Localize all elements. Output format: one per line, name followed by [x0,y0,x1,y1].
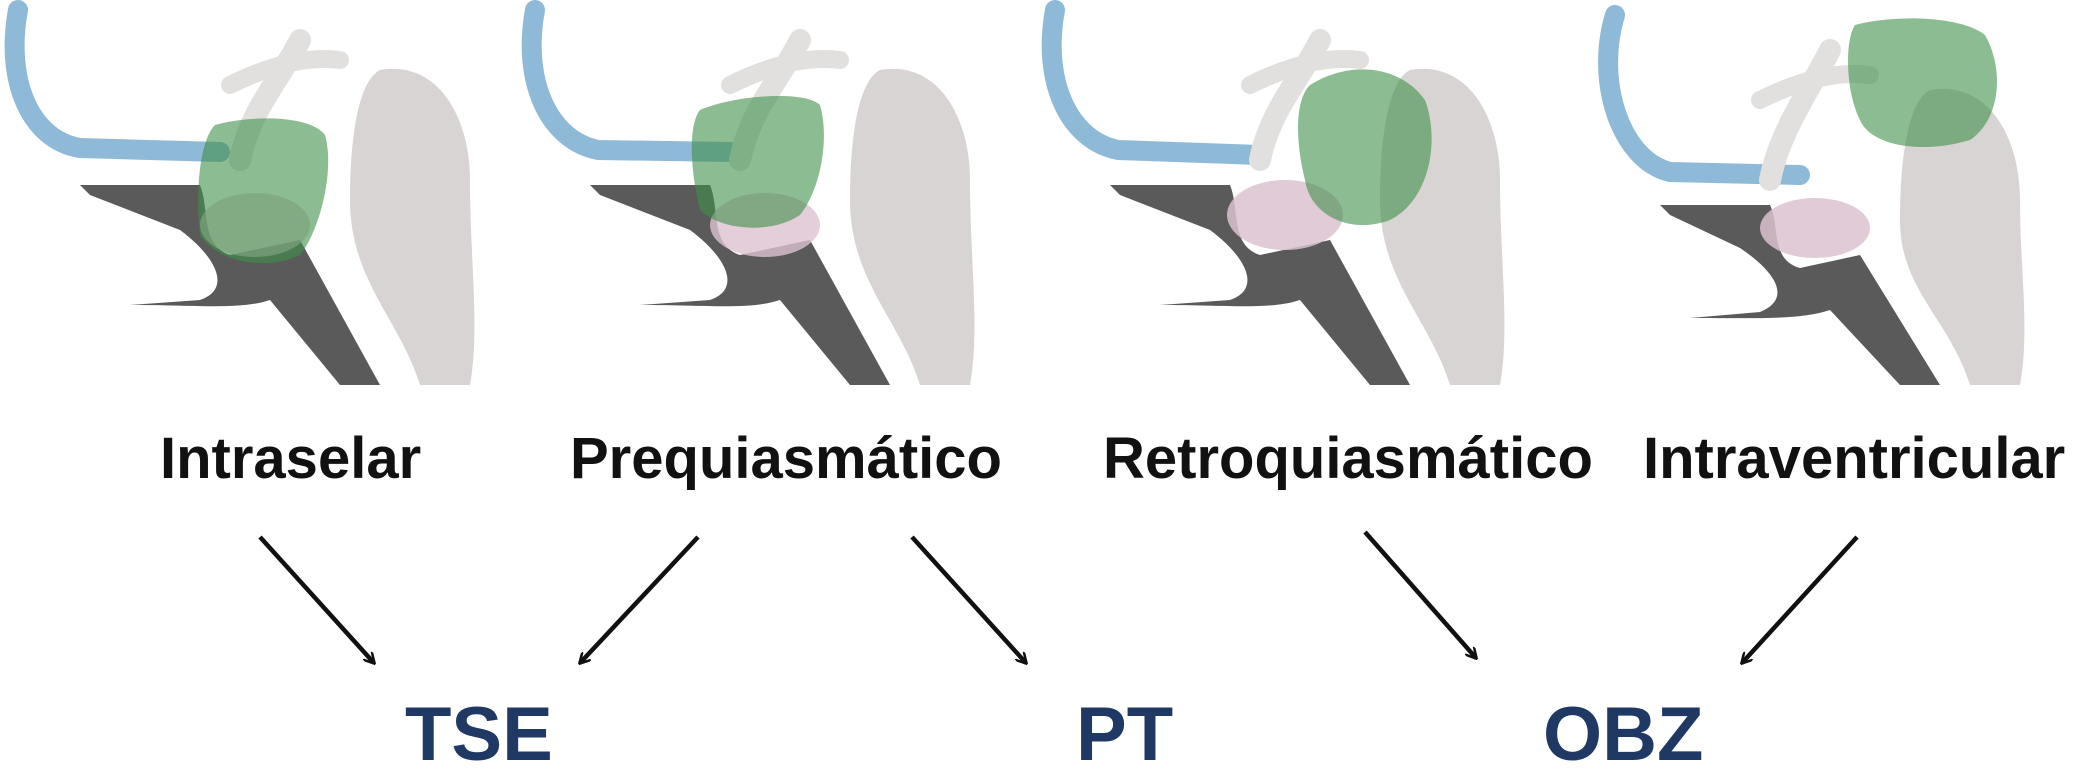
brainstem [850,68,975,386]
location-label-intraselar: Intraselar [160,426,422,491]
optic-nerve [1759,39,1841,191]
brainstem [350,68,475,386]
skull-base [590,185,890,385]
anatomy-panel-prequiasmatico [520,0,1030,392]
optic-nerve-branch [221,50,349,94]
location-label-intraventricular: Intraventricular [1643,426,2066,491]
arrow-intraventricular-to-obz [1742,535,1859,663]
arrow-prequiasmatico-to-pt [910,535,1026,663]
skull-base [80,185,380,385]
location-label-retroquiasmatico: Retroquiasmático [1103,426,1593,491]
optic-nerve [1249,29,1331,171]
prequiasmatico-illustration [521,0,975,386]
skull-base [1110,185,1410,385]
arrow-intraselar-to-tse [258,535,374,663]
tumor [1848,18,1997,148]
retroquiasmatico-illustration [1041,0,1505,386]
optic-nerve-branch [1241,50,1369,94]
ventricle-outline [521,0,740,162]
anatomy-panel-retroquiasmatico [1040,0,1550,392]
arrow-prequiasmatico-to-tse [580,535,700,663]
approach-label-tse: TSE [405,692,553,777]
location-label-prequiasmatico: Prequiasmático [570,426,1002,491]
optic-nerve-branch [721,50,849,94]
intraselar-illustration [4,0,475,386]
pituitary [1760,198,1870,258]
ventricle-outline [4,0,230,162]
skull-base [1660,205,1940,385]
intraventricular-illustration [1598,5,2025,386]
approach-label-obz: OBZ [1543,692,1704,777]
ventricle-outline [1598,5,1810,185]
tumor [1298,69,1432,226]
tumor [691,95,824,228]
ventricle-outline [1041,0,1270,165]
anatomy-panel-intraventricular [1570,0,2091,392]
approach-label-pt: PT [1076,692,1174,777]
tumor [198,118,329,264]
anatomy-panel-intraselar [0,0,510,392]
brainstem [1900,88,2025,386]
arrow-retroquiasmatico-to-obz [1363,530,1476,658]
